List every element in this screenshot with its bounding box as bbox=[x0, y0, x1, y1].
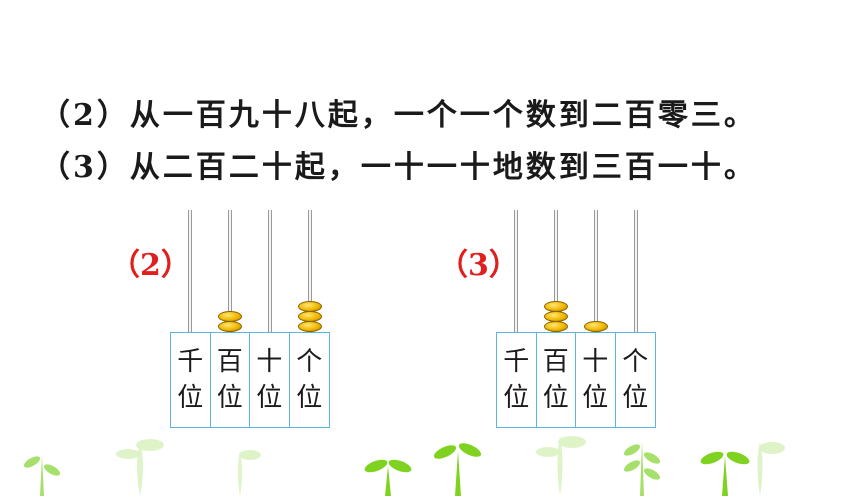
abacus-label-2: （2） bbox=[110, 248, 191, 283]
place-column-ones: 个 位 bbox=[296, 347, 323, 413]
abacus-bead bbox=[544, 321, 568, 332]
place-column-hundreds: 百 位 bbox=[211, 333, 250, 427]
abacus-rod bbox=[188, 210, 192, 334]
place-column-ones: 个 位 bbox=[622, 347, 649, 413]
abacus-bead bbox=[298, 321, 322, 332]
abacus-bead bbox=[218, 321, 242, 332]
abacus-bead bbox=[544, 311, 568, 322]
abacus-rod bbox=[514, 210, 518, 334]
abacus-rod bbox=[554, 210, 558, 334]
abacus-bead bbox=[298, 301, 322, 312]
abacus-left: 千 位 百 位 十 位 个 位 bbox=[170, 210, 330, 432]
place-column-tens: 十 位 bbox=[576, 333, 616, 427]
abacus-label-3: （3） bbox=[438, 248, 519, 283]
abacus-bead bbox=[218, 311, 242, 322]
abacus-rod bbox=[594, 210, 598, 334]
grass-decoration bbox=[23, 436, 785, 496]
abacus-rod bbox=[308, 210, 312, 334]
place-column-thousands: 千 位 bbox=[171, 333, 211, 427]
problem-line-3: （3）从二百二十起，一十一十地数到三百一十。 bbox=[40, 150, 757, 185]
abacus-bead bbox=[544, 301, 568, 312]
abacus-rod bbox=[268, 210, 272, 334]
problem-line-2: （2）从一百九十八起，一个一个数到二百零三。 bbox=[40, 98, 757, 133]
abacus-rod bbox=[228, 210, 232, 334]
abacus-right: 千 位 百 位 十 位 个 位 bbox=[496, 210, 656, 432]
abacus-rod bbox=[634, 210, 638, 334]
place-column-thousands: 千 位 bbox=[497, 333, 537, 427]
abacus-bead bbox=[584, 321, 608, 332]
place-column-tens: 十 位 bbox=[250, 333, 290, 427]
place-value-board: 千 位 百 位 十 位 个 位 bbox=[170, 332, 330, 428]
place-column-hundreds: 百 位 bbox=[537, 333, 576, 427]
abacus-bead bbox=[298, 311, 322, 322]
place-value-board: 千 位 百 位 十 位 个 位 bbox=[496, 332, 656, 428]
